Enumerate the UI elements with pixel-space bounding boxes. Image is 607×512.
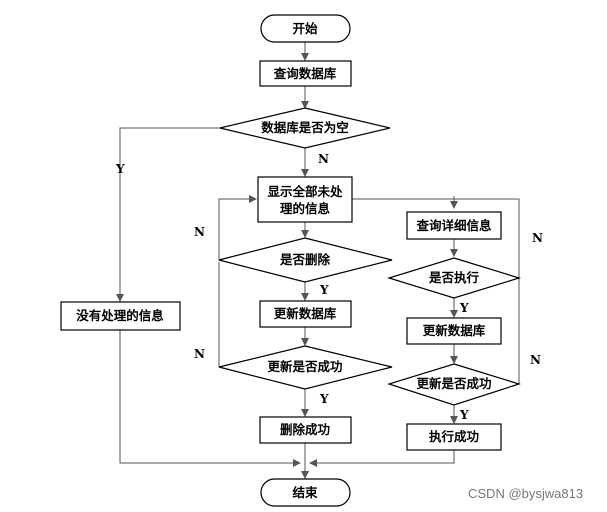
- query-detail-node: 查询详细信息: [406, 211, 502, 240]
- update-success-right-decision: 更新是否成功: [387, 363, 521, 406]
- show-unprocessed-line1: 显示全部未处: [267, 184, 343, 199]
- db-empty-label: 数据库是否为空: [260, 120, 349, 135]
- update-left-no-label: N: [194, 347, 205, 361]
- update-db-left-node: 更新数据库: [259, 300, 352, 328]
- query-detail-label: 查询详细信息: [415, 218, 492, 233]
- edge-noinfo-end: [119, 330, 301, 467]
- no-unprocessed-label: 没有处理的信息: [76, 308, 164, 323]
- delete-success-node: 删除成功: [259, 416, 352, 444]
- edge-delete-no: [218, 195, 257, 260]
- update-left-yes-label: Y: [319, 392, 329, 406]
- update-success-left-label: 更新是否成功: [267, 359, 342, 374]
- delete-success-label: 删除成功: [280, 422, 330, 437]
- update-success-right-label: 更新是否成功: [416, 376, 491, 391]
- delete-no-label: N: [194, 225, 205, 239]
- watermark: CSDN @bysjwa813: [468, 486, 583, 501]
- execute-success-node: 执行成功: [406, 423, 502, 451]
- no-unprocessed-node: 没有处理的信息: [60, 301, 181, 331]
- execute-decision-label: 是否执行: [428, 270, 480, 285]
- show-unprocessed-line2: 理的信息: [280, 201, 331, 216]
- start-label: 开始: [292, 21, 318, 36]
- update-success-left-decision: 更新是否成功: [218, 345, 393, 390]
- query-db-node: 查询数据库: [259, 60, 352, 87]
- update-db-right-node: 更新数据库: [406, 317, 502, 345]
- end-node: 结束: [260, 478, 351, 507]
- execute-success-label: 执行成功: [429, 429, 479, 444]
- show-unprocessed-node: 显示全部未处 理的信息: [257, 176, 353, 223]
- edge-dbempty-yes: [116, 127, 220, 302]
- update-db-left-label: 更新数据库: [274, 306, 337, 321]
- start-node: 开始: [260, 14, 351, 43]
- delete-decision-label: 是否删除: [279, 252, 331, 267]
- execute-decision: 是否执行: [386, 257, 522, 299]
- query-db-label: 查询数据库: [273, 66, 337, 81]
- db-empty-yes-label: Y: [115, 162, 125, 176]
- update-db-right-label: 更新数据库: [423, 323, 486, 338]
- delete-decision: 是否删除: [218, 237, 393, 283]
- update-right-yes-label: Y: [459, 408, 469, 422]
- end-label: 结束: [292, 485, 318, 500]
- edge-exec-end: [309, 450, 455, 467]
- execute-no-label: N: [532, 231, 543, 245]
- edge-labels: N Y N Y N Y N Y N Y: [115, 152, 543, 422]
- delete-yes-label: Y: [319, 283, 329, 297]
- update-right-no-label: N: [530, 353, 541, 367]
- edge-show-detail: [352, 198, 458, 209]
- db-empty-decision: 数据库是否为空: [219, 107, 391, 149]
- db-empty-no-label: N: [318, 152, 329, 166]
- edge-execute-no: [454, 198, 520, 278]
- execute-yes-label: Y: [459, 301, 469, 315]
- connectors: [116, 42, 520, 479]
